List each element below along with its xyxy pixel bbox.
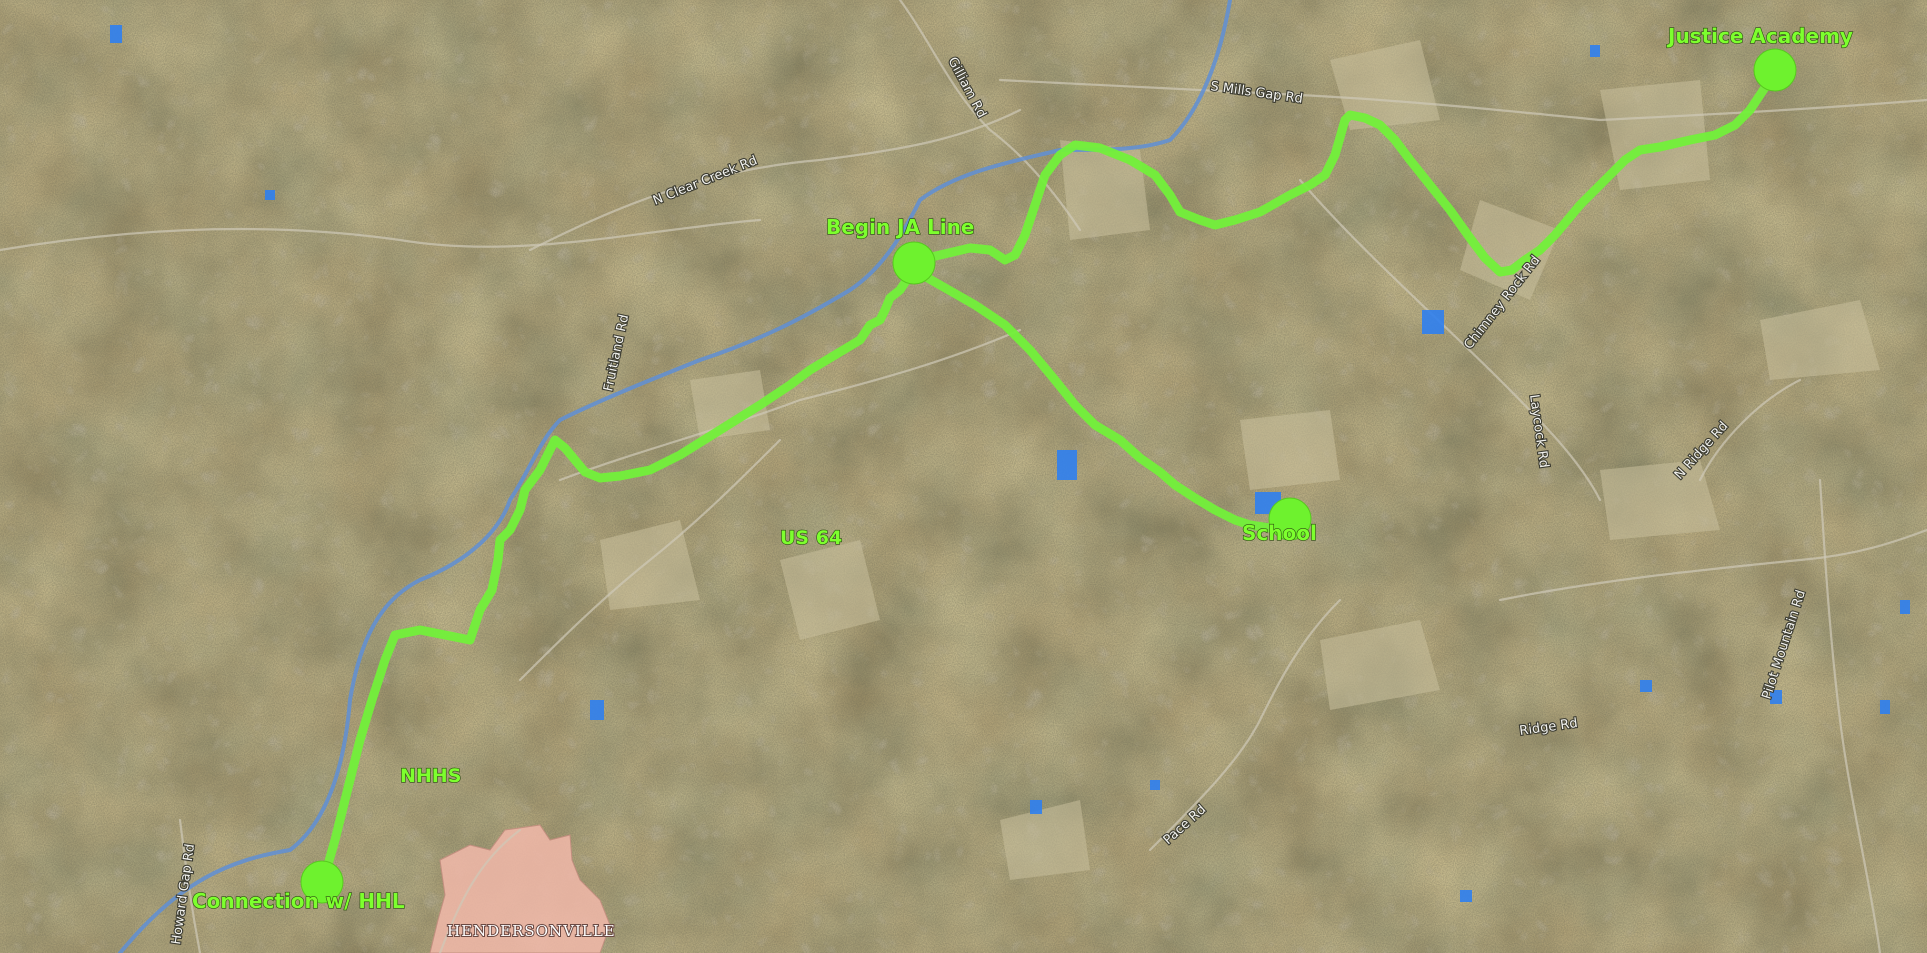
pond bbox=[1057, 450, 1077, 480]
hendersonville-boundary bbox=[429, 824, 611, 953]
poi-labels: Justice Academy Begin JA Line School Con… bbox=[191, 23, 1853, 913]
begin-ja-line-marker[interactable] bbox=[892, 241, 936, 285]
farm-fields bbox=[600, 40, 1880, 880]
ja-line-routes bbox=[318, 75, 1775, 887]
pond bbox=[1460, 890, 1472, 902]
connection-marker[interactable] bbox=[300, 860, 344, 904]
pond bbox=[110, 25, 122, 43]
pond bbox=[1150, 780, 1160, 790]
pond bbox=[1900, 600, 1910, 614]
pond bbox=[1422, 310, 1444, 334]
pond bbox=[1880, 700, 1890, 714]
pond bbox=[265, 190, 275, 200]
justice-academy-marker[interactable] bbox=[1753, 48, 1797, 92]
pond bbox=[1640, 680, 1652, 692]
route-begin-ja-line-to-school bbox=[905, 263, 1290, 533]
markers bbox=[300, 48, 1797, 904]
ponds bbox=[110, 25, 1910, 902]
hendersonville-label: HENDERSONVILLE bbox=[447, 922, 616, 940]
justice-academy-label: Justice Academy bbox=[1666, 24, 1853, 48]
nhhs-label: NHHS bbox=[400, 765, 461, 787]
school-marker[interactable] bbox=[1268, 497, 1312, 541]
us64-label: US 64 bbox=[780, 527, 842, 549]
route-begin-ja-line-to-justice-academy bbox=[905, 75, 1775, 277]
route-connection-to-begin-ja-line bbox=[318, 270, 915, 887]
pond bbox=[1770, 690, 1782, 704]
pond bbox=[1590, 45, 1600, 57]
connection-label: Connection w/ HHL bbox=[192, 889, 405, 913]
pond bbox=[1030, 800, 1042, 814]
begin-ja-line-label: Begin JA Line bbox=[826, 215, 974, 239]
school-label: School bbox=[1242, 521, 1317, 545]
pond bbox=[590, 700, 604, 720]
